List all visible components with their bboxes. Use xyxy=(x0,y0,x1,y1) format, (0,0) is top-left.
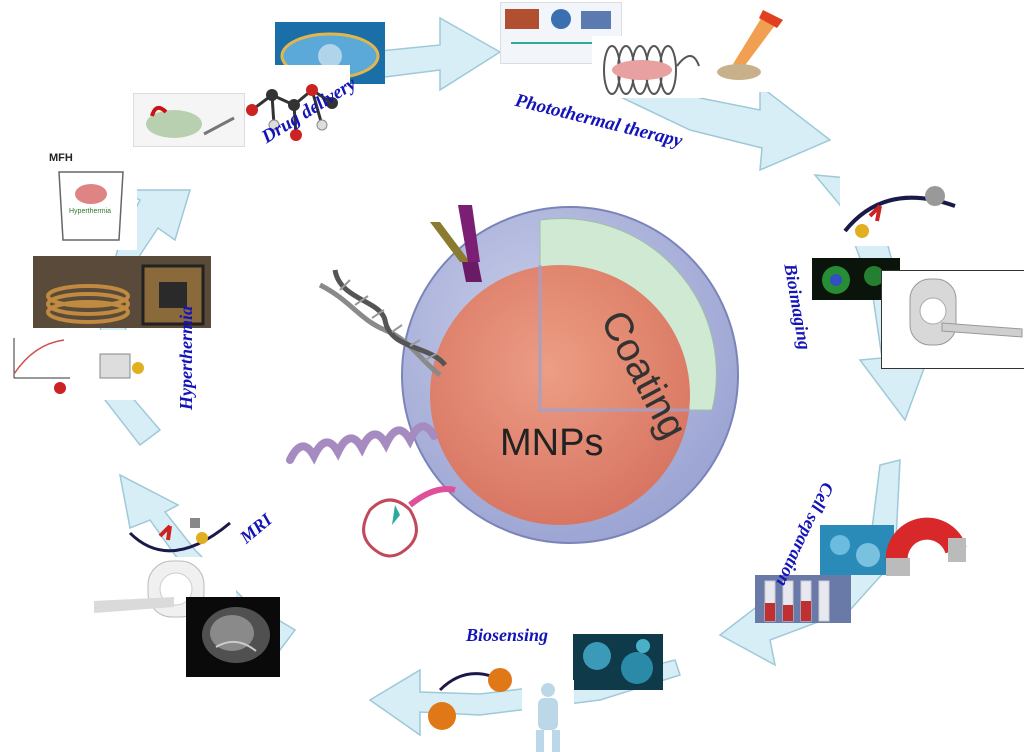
dna-icon xyxy=(318,269,447,377)
core-label: MNPs xyxy=(500,422,603,464)
hyperthermia-graph-panel xyxy=(0,330,150,400)
aptamer-icon xyxy=(362,486,456,558)
test-tubes-panel xyxy=(755,575,851,623)
coil-mouse-panel xyxy=(592,36,702,98)
human-body-panel xyxy=(522,680,574,752)
mfh-panel: MFH Hyperthermia xyxy=(45,150,137,250)
hyperthermia-small-label: Hyperthermia xyxy=(69,208,112,215)
mri-molecule-panel xyxy=(120,508,240,568)
magnet-panel xyxy=(878,498,968,588)
mri-scanner-panel xyxy=(88,557,236,623)
nanoparticle xyxy=(401,206,739,544)
ct-scanner-panel xyxy=(881,270,1024,369)
antibody-icon xyxy=(430,205,482,282)
bioimaging-molecule-panel xyxy=(840,176,960,246)
laser-imaging-panel xyxy=(703,8,785,92)
label-hyperthermia: Hyperthermia xyxy=(176,306,196,410)
label-biosensing: Biosensing xyxy=(466,625,549,645)
peptide-spiral-icon xyxy=(286,422,438,465)
coil-photo-panel xyxy=(33,256,211,328)
particle-core xyxy=(430,265,690,525)
mfh-label: MFH xyxy=(49,152,73,164)
virus-panel xyxy=(573,634,663,690)
mouse-injection-panel xyxy=(133,93,245,147)
biosensing-nanoparticle-panel xyxy=(410,660,520,740)
cell-separation-cells-panel xyxy=(820,525,894,575)
drug-molecule-panel xyxy=(232,65,350,155)
brain-scan-panel xyxy=(186,597,280,677)
